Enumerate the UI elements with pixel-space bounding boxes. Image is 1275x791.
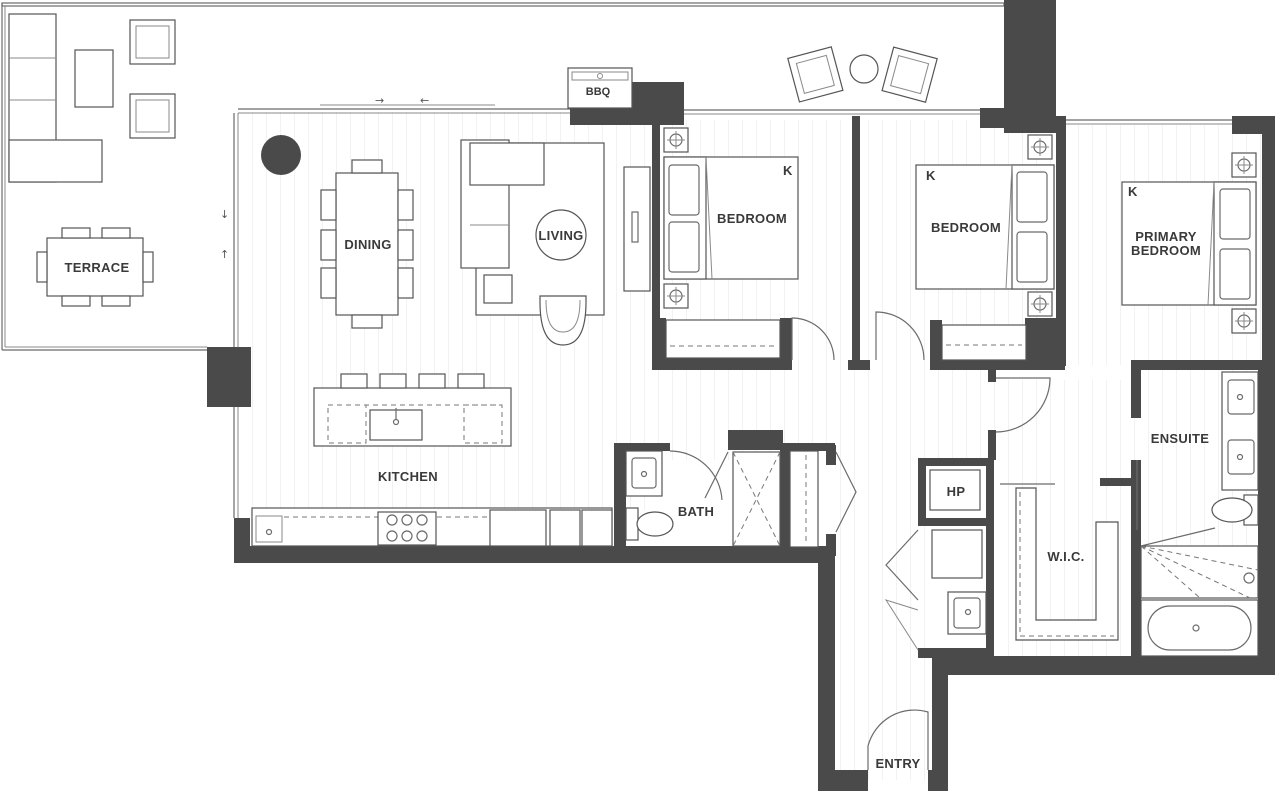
room-label-kitchen: KITCHEN: [378, 469, 438, 484]
king-bed-marker: K: [783, 163, 793, 178]
slide-arrow-down: ↓: [220, 208, 229, 221]
hp-label: HP: [947, 484, 966, 499]
room-label-primary-bedroom-line2: BEDROOM: [1131, 243, 1201, 258]
terrace: TERRACE: [1, 2, 1005, 351]
linen-closet: [789, 450, 819, 548]
toilet-icon: [1211, 494, 1259, 526]
outdoor-chair: [881, 46, 938, 103]
room-label-ensuite: ENSUITE: [1151, 431, 1209, 446]
hp-unit: [929, 469, 981, 511]
bed-bedroom-2: [915, 164, 1055, 290]
living-area: [460, 139, 605, 346]
terrace-chair: [129, 93, 176, 139]
king-bed-marker: K: [1128, 184, 1138, 199]
lamp-icon: [663, 283, 689, 309]
room-label-terrace: TERRACE: [65, 260, 130, 275]
bbq-label: BBQ: [586, 86, 611, 98]
closet-bedroom-1: [665, 319, 781, 359]
lamp-icon: [1231, 152, 1257, 178]
room-label-bath: BATH: [678, 504, 714, 519]
room-label-bedroom-1: BEDROOM: [717, 211, 787, 226]
closet-bedroom-2: [941, 324, 1027, 361]
bbq: BBQ: [567, 67, 633, 109]
lamp-icon: [663, 127, 689, 153]
walk-in-closet: [1015, 487, 1119, 641]
bath-vanity: [625, 450, 663, 497]
laundry: [931, 529, 987, 635]
room-label-wic: W.I.C.: [1047, 549, 1084, 564]
walls: [207, 0, 1275, 791]
slide-arrow-left: ←: [420, 94, 429, 107]
terrace-chair: [129, 19, 176, 65]
room-label-bedroom-2: BEDROOM: [931, 220, 1001, 235]
doors: [669, 311, 1138, 770]
room-label-dining: DINING: [344, 237, 391, 252]
bath-shower: [704, 451, 781, 547]
terrace-sofa: [8, 13, 103, 183]
room-label-primary-bedroom-line1: PRIMARY: [1135, 229, 1197, 244]
lamp-icon: [1027, 291, 1053, 317]
bathtub-icon: [1140, 599, 1259, 657]
dining-table: [320, 159, 414, 329]
column: [261, 135, 301, 175]
room-label-entry: ENTRY: [875, 756, 920, 771]
media-console: [623, 166, 651, 292]
kitchen-island: [313, 373, 512, 447]
shower: [1140, 527, 1259, 599]
lamp-icon: [1231, 308, 1257, 334]
room-label-living: LIVING: [538, 228, 583, 243]
lamp-icon: [1027, 134, 1053, 160]
kitchen-counter: [251, 507, 613, 547]
toilet-icon: [625, 507, 674, 541]
terrace-coffee-table: [74, 49, 114, 108]
ensuite-vanity: [1221, 371, 1259, 491]
king-bed-marker: K: [926, 168, 936, 183]
terrace-dining-table: [36, 227, 154, 307]
bed-primary-bedroom: [1121, 181, 1257, 306]
bed-bedroom-1: [663, 156, 799, 280]
outdoor-side-table: [849, 54, 879, 84]
outdoor-chair: [787, 46, 844, 103]
slide-arrow-up: ↑: [220, 248, 229, 261]
slide-arrow-right: →: [375, 94, 384, 107]
